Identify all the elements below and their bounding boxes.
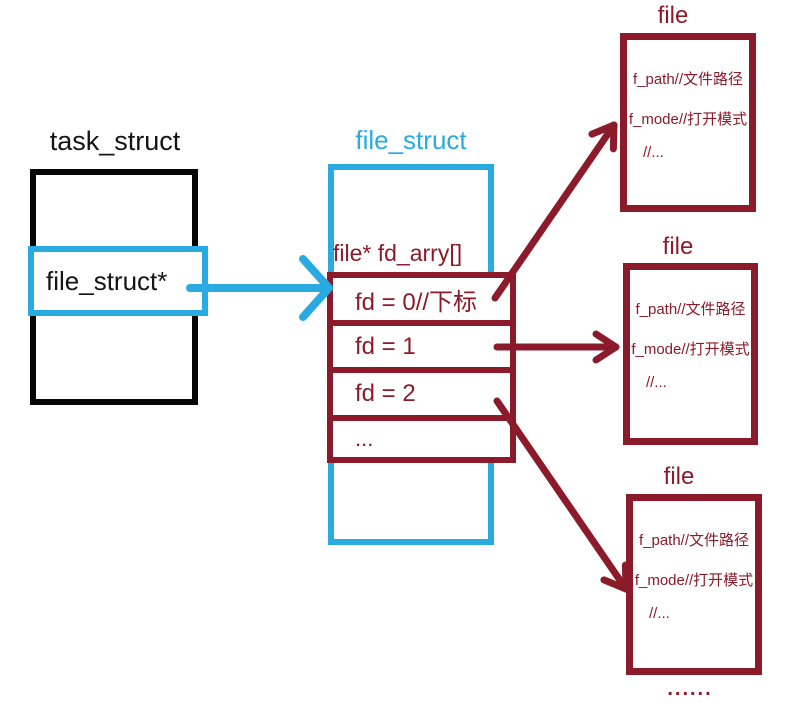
fd-row-2: fd = 2: [327, 367, 516, 421]
task-struct-title: task_struct: [49, 126, 181, 156]
file-card-3-fmode: f_mode//打开模式: [634, 572, 754, 589]
task-struct-pointer-label: file_struct*: [46, 265, 168, 296]
file-card-1-fpath: f_path//文件路径: [632, 71, 744, 88]
fd-array-label: file* fd_arry[]: [333, 240, 463, 266]
file-card-3-fpath: f_path//文件路径: [638, 532, 750, 549]
file-card-1-more: //...: [643, 144, 664, 161]
more-files-ellipsis: ......: [667, 678, 713, 700]
fd-row-ellipsis: ...: [327, 415, 516, 463]
fd-row-0: fd = 0//下标: [327, 272, 516, 326]
fd-row-1-label: fd = 1: [355, 332, 416, 360]
file-card-3-title: file: [663, 463, 695, 490]
file-card-2-fpath: f_path//文件路径: [635, 301, 746, 318]
file-card-1-box: f_path//文件路径 f_mode//打开模式 //...: [620, 33, 756, 212]
file-card-1-title: file: [657, 2, 689, 29]
file-card-2-fmode: f_mode//打开模式: [631, 341, 750, 358]
fd-row-ellipsis-label: ...: [355, 426, 374, 451]
fd-row-1: fd = 1: [327, 320, 516, 373]
file-card-3-more: //...: [649, 605, 670, 622]
file-card-2-title: file: [662, 233, 694, 260]
fd-row-0-label: fd = 0//下标: [355, 288, 478, 316]
arrow-fd2-to-file3: [493, 397, 630, 593]
file-card-2-more: //...: [646, 374, 667, 391]
arrow-pointer-to-file-struct: [186, 255, 333, 321]
file-card-3-box: f_path//文件路径 f_mode//打开模式 //...: [626, 494, 762, 675]
file-card-1-fmode: f_mode//打开模式: [628, 111, 748, 128]
fd-row-2-label: fd = 2: [355, 380, 416, 407]
file-card-2-box: f_path//文件路径 f_mode//打开模式 //...: [623, 263, 758, 445]
file-struct-title: file_struct: [355, 125, 467, 155]
task-struct-pointer-cell: file_struct*: [28, 246, 208, 316]
